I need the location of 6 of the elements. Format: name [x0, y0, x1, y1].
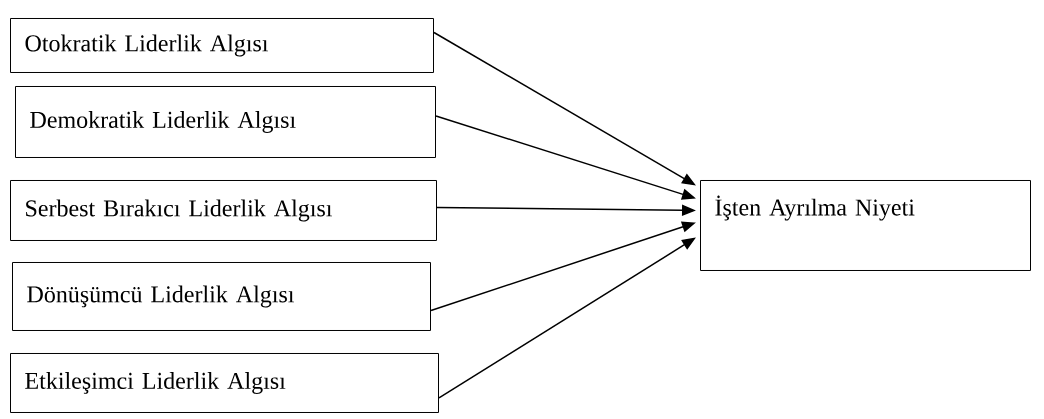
text-box: Dönüşümcü Liderlik Algısı: [12, 262, 431, 331]
text-box: Otokratik Liderlik Algısı: [10, 18, 434, 73]
text-box: Serbest Bırakıcı Liderlik Algısı: [10, 180, 437, 241]
text-box: Demokratik Liderlik Algısı: [15, 86, 436, 158]
text-box: İşten Ayrılma Niyeti: [700, 180, 1031, 271]
text-box: Etkileşimci Liderlik Algısı: [10, 353, 439, 413]
